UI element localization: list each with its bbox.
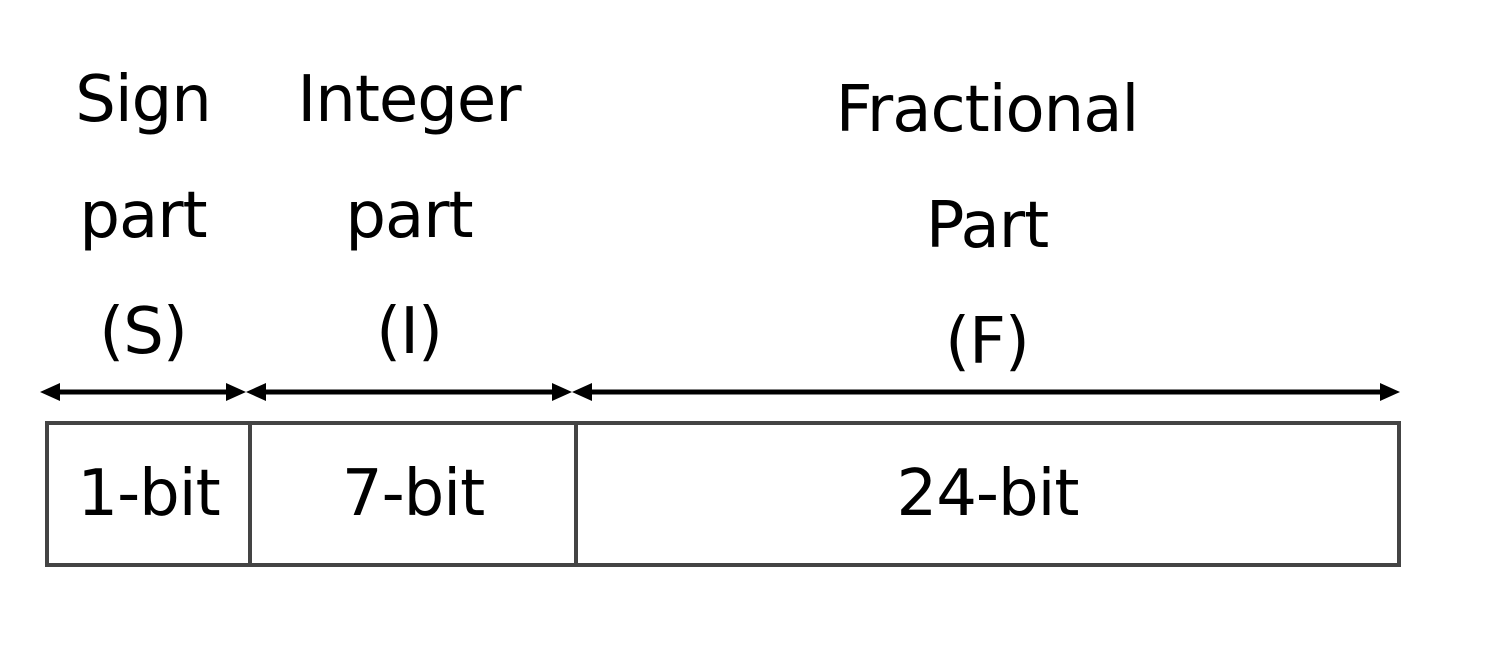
integer-part-label: Integer part (I) <box>246 42 572 390</box>
fraction-label-line-3: (F) <box>945 305 1030 379</box>
sign-bit-field: 1-bit <box>49 425 248 563</box>
integer-bit-field: 7-bit <box>248 425 574 563</box>
fraction-bit-width: 24-bit <box>896 457 1079 531</box>
fraction-label-line-1: Fractional <box>835 73 1139 147</box>
sign-label-line-2: part <box>79 179 207 253</box>
sign-bit-width: 1-bit <box>77 457 220 531</box>
fraction-bit-field: 24-bit <box>574 425 1397 563</box>
integer-bit-width: 7-bit <box>341 457 485 531</box>
fractional-part-label: Fractional Part (F) <box>572 52 1402 400</box>
fraction-span-arrow <box>572 383 1400 401</box>
sign-label-line-3: (S) <box>99 295 188 369</box>
fraction-label-line-2: Part <box>925 189 1049 263</box>
integer-label-line-2: part <box>345 179 473 253</box>
bit-field-register: 1-bit 7-bit 24-bit <box>45 421 1401 567</box>
integer-span-arrow <box>246 383 572 401</box>
integer-label-line-3: (I) <box>376 295 443 369</box>
sign-span-arrow <box>40 383 246 401</box>
integer-label-line-1: Integer <box>297 63 521 137</box>
sign-label-line-1: Sign <box>75 63 212 137</box>
sign-part-label: Sign part (S) <box>40 42 246 390</box>
